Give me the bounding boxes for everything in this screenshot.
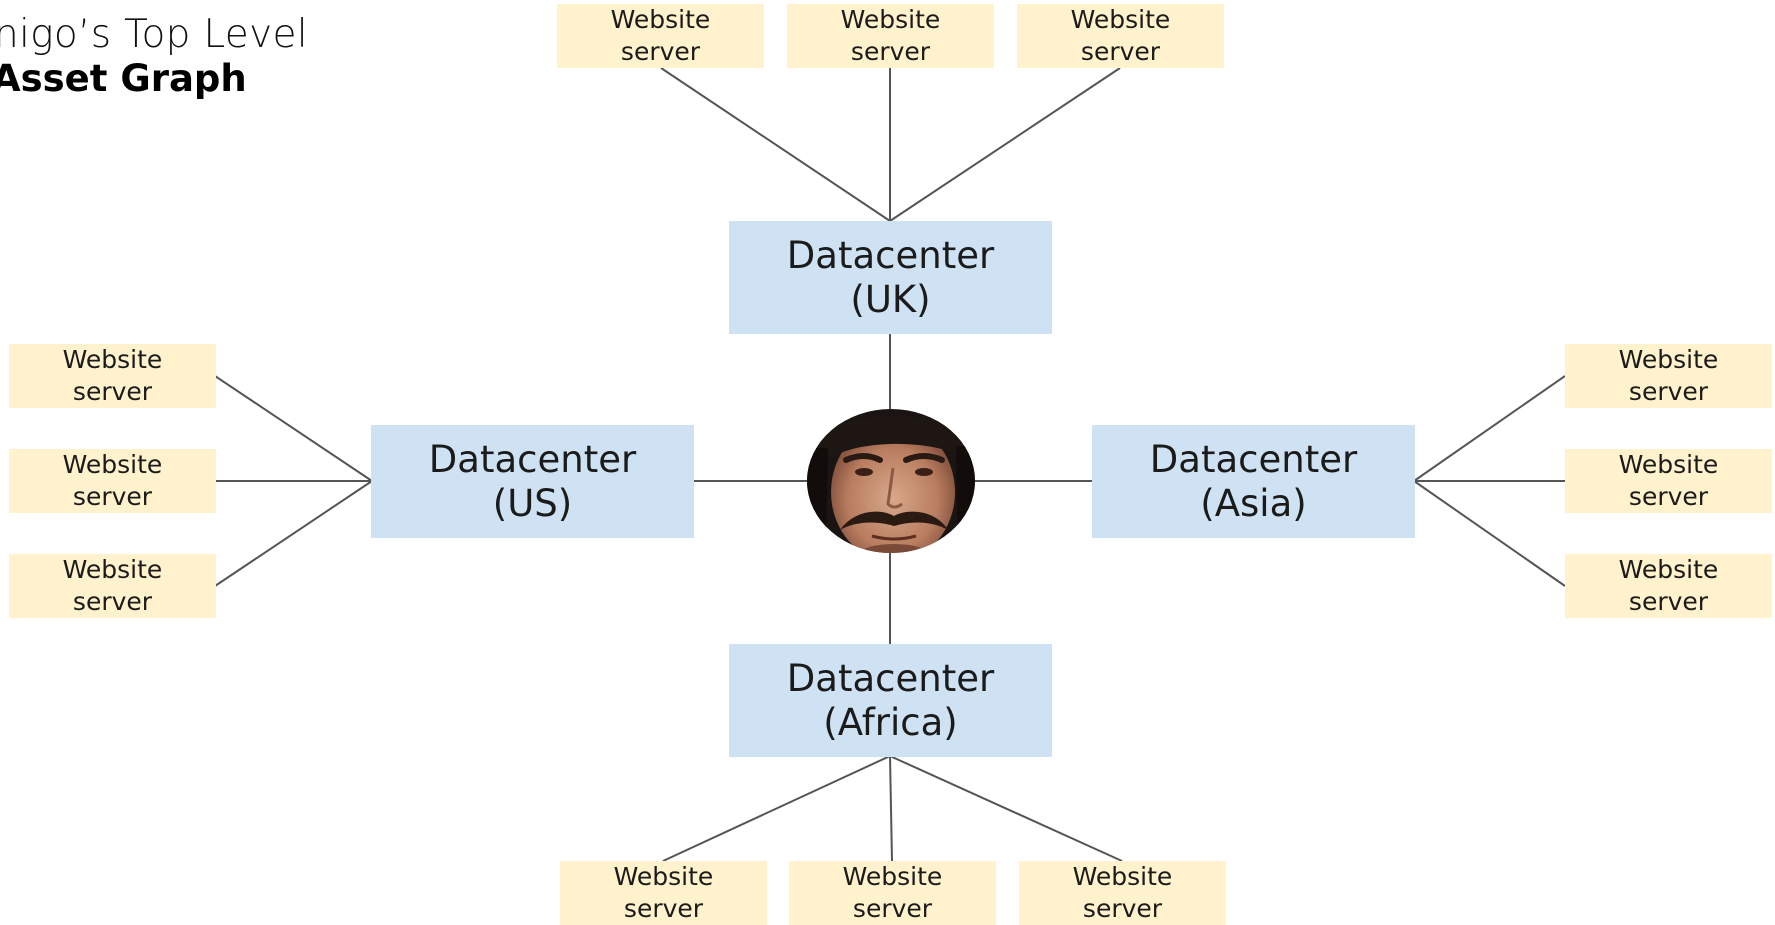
server-label: Website	[1618, 555, 1719, 584]
datacenter-africa-region: (Africa)	[823, 700, 958, 744]
edge-asia-server-1	[1413, 375, 1566, 482]
datacenter-uk: Datacenter (UK)	[729, 221, 1052, 334]
server-label: Website	[1070, 5, 1171, 34]
server-africa-1: Website server	[560, 861, 767, 925]
edge-us-server-1	[214, 375, 373, 482]
datacenter-uk-region: (UK)	[850, 277, 931, 321]
datacenter-asia-label: Datacenter	[1149, 437, 1358, 481]
center-portrait-image	[807, 409, 975, 553]
edge-asia-server-3	[1413, 480, 1566, 587]
server-label: Website	[1618, 450, 1719, 479]
diagram-title-line1: nigo’s Top Level	[0, 12, 308, 57]
edge-us-server-3	[214, 480, 373, 587]
edge-africa-server-2	[889, 755, 893, 862]
server-uk-1: Website server	[557, 4, 764, 68]
server-label-2: server	[72, 482, 153, 511]
server-asia-1: Website server	[1565, 344, 1772, 408]
diagram-title-line2: Asset Graph	[0, 57, 247, 100]
server-label: Website	[842, 862, 943, 891]
server-us-3: Website server	[9, 554, 216, 618]
datacenter-asia: Datacenter (Asia)	[1092, 425, 1415, 538]
server-uk-2: Website server	[787, 4, 994, 68]
datacenter-us: Datacenter (US)	[371, 425, 694, 538]
datacenter-us-region: (US)	[492, 481, 573, 525]
server-label-2: server	[623, 894, 704, 923]
server-africa-2: Website server	[789, 861, 996, 925]
server-label-2: server	[620, 37, 701, 66]
datacenter-uk-label: Datacenter	[786, 233, 995, 277]
server-label-2: server	[1080, 37, 1161, 66]
datacenter-africa-label: Datacenter	[786, 656, 995, 700]
server-label-2: server	[1628, 377, 1709, 406]
server-us-2: Website server	[9, 449, 216, 513]
server-label: Website	[613, 862, 714, 891]
server-label-2: server	[1082, 894, 1163, 923]
server-label-2: server	[850, 37, 931, 66]
server-label-2: server	[1628, 482, 1709, 511]
server-label: Website	[62, 345, 163, 374]
server-label-2: server	[1628, 587, 1709, 616]
server-label: Website	[610, 5, 711, 34]
server-label: Website	[62, 450, 163, 479]
server-label: Website	[62, 555, 163, 584]
server-label-2: server	[852, 894, 933, 923]
edge-uk-server-3	[889, 67, 1121, 222]
edge-africa-server-3	[889, 755, 1123, 862]
server-label-2: server	[72, 587, 153, 616]
server-label: Website	[840, 5, 941, 34]
server-uk-3: Website server	[1017, 4, 1224, 68]
server-label: Website	[1072, 862, 1173, 891]
datacenter-africa: Datacenter (Africa)	[729, 644, 1052, 757]
server-africa-3: Website server	[1019, 861, 1226, 925]
server-us-1: Website server	[9, 344, 216, 408]
server-label: Website	[1618, 345, 1719, 374]
datacenter-us-label: Datacenter	[428, 437, 637, 481]
datacenter-asia-region: (Asia)	[1200, 481, 1307, 525]
edge-uk-server-1	[660, 67, 891, 222]
edge-africa-server-1	[662, 755, 891, 862]
server-asia-3: Website server	[1565, 554, 1772, 618]
server-label-2: server	[72, 377, 153, 406]
server-asia-2: Website server	[1565, 449, 1772, 513]
